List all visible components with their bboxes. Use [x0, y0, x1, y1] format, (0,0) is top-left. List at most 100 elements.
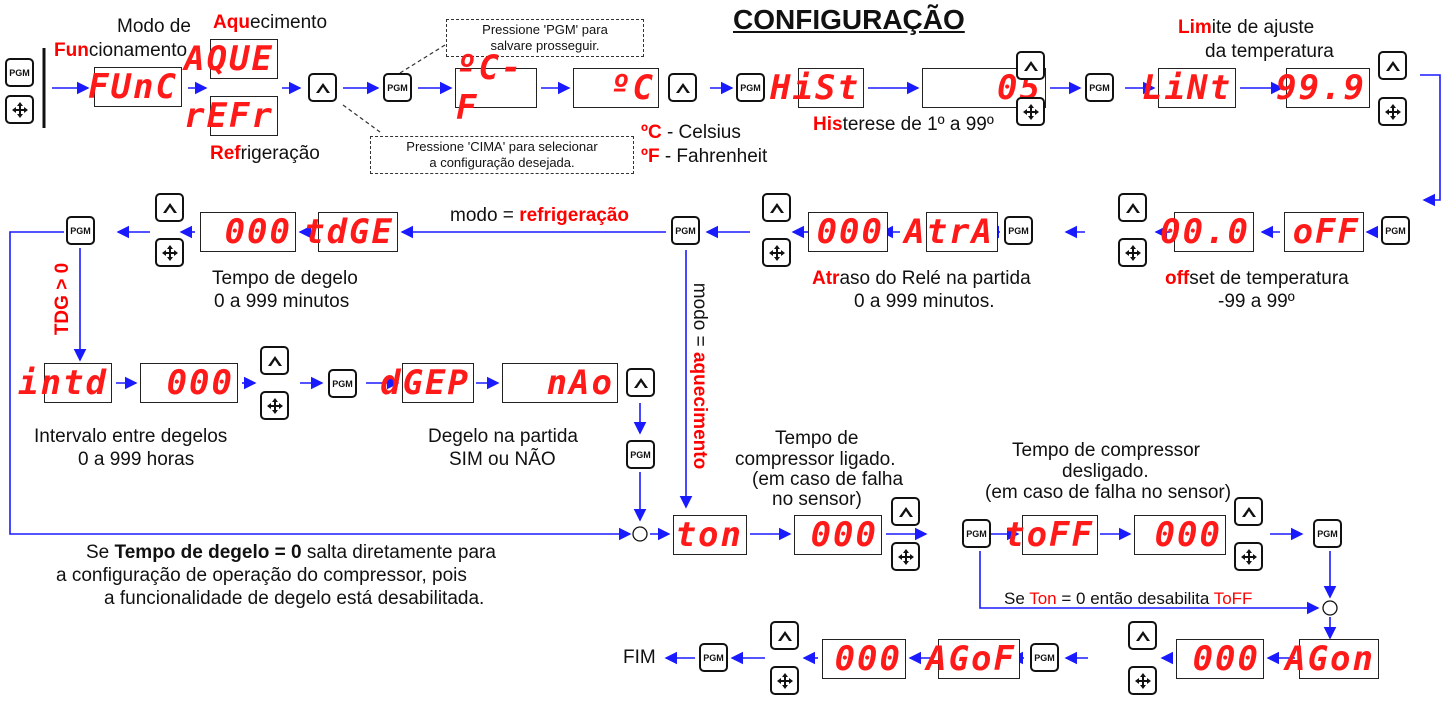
display-func: FUnC — [88, 67, 182, 107]
chevron-up-icon — [898, 506, 913, 517]
limite-label: Limite de ajuste — [1178, 17, 1315, 38]
limite-label-line2: da temperatura — [1205, 41, 1334, 62]
up-button[interactable] — [1118, 193, 1147, 222]
tdg-label: TDG > 0 — [52, 262, 73, 336]
up-button[interactable] — [891, 497, 920, 526]
tip-cima-line2: a configuração desejada. — [429, 155, 575, 170]
dgep-range: SIM ou NÃO — [449, 449, 556, 470]
tdge-range: 0 a 999 minutos — [214, 291, 350, 312]
ton-desc-4: no sensor) — [772, 489, 862, 510]
pgm-button[interactable]: PGM — [962, 519, 991, 548]
mode-refrig-label: modo = refrigeração — [450, 205, 630, 226]
skip-note-3: a funcionalidade de degelo está desabili… — [104, 588, 485, 609]
up-button[interactable] — [260, 346, 289, 375]
aquecimento-label: Aquecimento — [213, 12, 328, 33]
toff-desc-1: Tempo de compressor — [1012, 440, 1200, 461]
move-button[interactable] — [762, 238, 791, 267]
up-button[interactable] — [308, 73, 337, 102]
skip-note-2: a configuração de operação do compressor… — [56, 565, 467, 586]
toff-desc-2: desligado. — [1062, 461, 1149, 482]
histerese-label: Histerese de 1º a 99º — [813, 114, 994, 135]
pgm-button[interactable]: PGM — [66, 216, 95, 245]
chevron-up-icon — [769, 202, 784, 213]
move-button[interactable] — [1378, 97, 1407, 126]
up-button[interactable] — [1234, 497, 1263, 526]
tip-pgm-line2: salvare prosseguir. — [490, 38, 600, 53]
display-refr: rEFr — [184, 96, 278, 136]
chevron-up-icon — [1125, 202, 1140, 213]
move-icon — [161, 244, 178, 261]
intd-range: 0 a 999 horas — [78, 449, 195, 470]
display-toff: toFF — [1004, 515, 1098, 555]
display-000-toff: 000 — [1134, 515, 1226, 555]
up-button[interactable] — [762, 193, 791, 222]
chevron-up-icon — [315, 82, 330, 93]
tip-pgm-line1: Pressione 'PGM' para — [482, 22, 608, 37]
tdge-label: Tempo de degelo — [212, 268, 358, 289]
chevron-up-icon — [675, 82, 690, 93]
move-button[interactable] — [1128, 666, 1157, 695]
display-lint: LiNt — [1142, 68, 1236, 108]
move-icon — [897, 548, 914, 565]
move-button[interactable] — [1234, 542, 1263, 571]
pgm-button[interactable]: PGM — [1030, 643, 1059, 672]
tip-pgm: Pressione 'PGM' para salvare prosseguir. — [446, 19, 644, 57]
pgm-button[interactable]: PGM — [1381, 216, 1410, 245]
pgm-button[interactable]: PGM — [383, 73, 412, 102]
chevron-up-icon — [162, 202, 177, 213]
up-button[interactable] — [155, 193, 184, 222]
move-icon — [1240, 548, 1257, 565]
move-icon — [1384, 103, 1401, 120]
pgm-button[interactable]: PGM — [5, 58, 34, 87]
up-button[interactable] — [626, 368, 655, 397]
display-ton: ton — [673, 515, 747, 555]
tip-cima-line1: Pressione 'CIMA' para selecionar — [406, 139, 598, 154]
chevron-up-icon — [1385, 60, 1400, 71]
move-button[interactable] — [891, 542, 920, 571]
up-button[interactable] — [668, 73, 697, 102]
pgm-button[interactable]: PGM — [1004, 216, 1033, 245]
move-button[interactable] — [770, 666, 799, 695]
display-c: ºC — [573, 68, 659, 108]
pgm-button[interactable]: PGM — [1085, 73, 1114, 102]
atraso-label: Atraso do Relé na partida — [812, 268, 1031, 289]
pgm-button[interactable]: PGM — [671, 216, 700, 245]
ton-desc-2: compressor ligado. — [735, 449, 896, 470]
move-button[interactable] — [260, 391, 289, 420]
fim-label: FIM — [623, 647, 656, 668]
move-button[interactable] — [5, 95, 34, 124]
se-ton-note: Se Ton = 0 então desabilita ToFF — [1004, 589, 1253, 608]
pgm-button[interactable]: PGM — [1313, 519, 1342, 548]
display-000-ton: 000 — [794, 515, 882, 555]
display-agof: AGoF — [926, 639, 1020, 679]
move-button[interactable] — [1118, 238, 1147, 267]
up-button[interactable] — [770, 621, 799, 650]
display-999: 99.9 — [1276, 68, 1370, 108]
pgm-button[interactable]: PGM — [699, 643, 728, 672]
move-button[interactable] — [155, 238, 184, 267]
display-nao: nAo — [502, 363, 618, 403]
offset-range: -99 a 99º — [1218, 291, 1295, 312]
dgep-label: Degelo na partida — [428, 426, 578, 447]
pgm-button[interactable]: PGM — [328, 369, 357, 398]
chevron-up-icon — [267, 355, 282, 366]
chevron-up-icon — [777, 630, 792, 641]
display-cf: ºC-F — [455, 48, 537, 128]
up-button[interactable] — [1016, 51, 1045, 80]
display-000-intd: 000 — [140, 363, 238, 403]
pgm-button[interactable]: PGM — [736, 73, 765, 102]
up-button[interactable] — [1378, 51, 1407, 80]
move-icon — [768, 244, 785, 261]
move-icon — [776, 672, 793, 689]
move-button[interactable] — [1016, 97, 1045, 126]
skip-note-1: Se Tempo de degelo = 0 salta diretamente… — [86, 542, 496, 563]
display-atra: AtrA — [904, 212, 998, 252]
up-button[interactable] — [1128, 621, 1157, 650]
pgm-button[interactable]: PGM — [626, 440, 655, 469]
fahrenheit-label: ºF - Fahrenheit — [641, 146, 768, 167]
display-agon: AGon — [1285, 639, 1379, 679]
celsius-label: ºC - Celsius — [641, 122, 741, 143]
display-000-tdge: 000 — [200, 212, 296, 252]
move-icon — [11, 101, 28, 118]
